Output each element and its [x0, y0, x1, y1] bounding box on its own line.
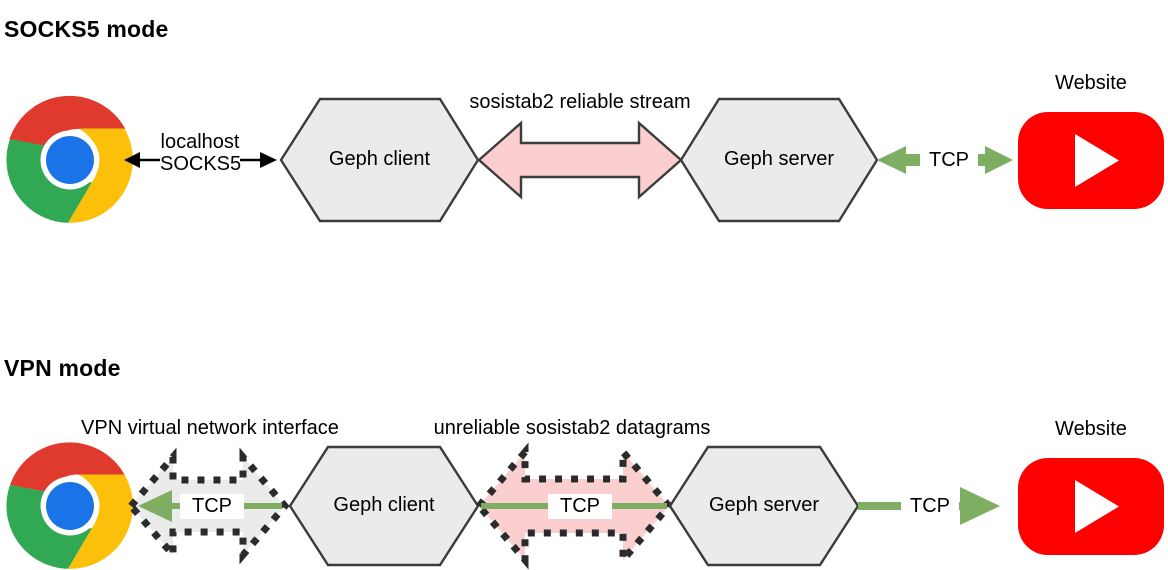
- edge-label-tcp-server-website-vpn: TCP: [901, 494, 959, 519]
- edge-label-sosistab2-reliable-stream: sosistab2 reliable stream: [469, 91, 691, 113]
- youtube-logo-socks5: [1018, 112, 1164, 209]
- edge-label-line-2: SOCKS5: [160, 153, 242, 176]
- chrome-logo-vpn: [6, 442, 133, 569]
- chrome-logo-socks5: [6, 95, 133, 223]
- node-geph-client-vpn: [288, 445, 480, 567]
- edge-browser-to-client-socks5: [124, 152, 277, 168]
- website-label-vpn: Website: [1055, 418, 1127, 440]
- node-label-geph-server-vpn: Geph server: [708, 494, 820, 516]
- edge-label-line-1: localhost: [160, 131, 240, 153]
- edge-label-localhost-socks5: localhost SOCKS5: [160, 131, 242, 176]
- edge-label-tcp-vpn-interface: TCP: [180, 494, 244, 519]
- edge-label-unreliable-sosistab2-datagrams: unreliable sosistab2 datagrams: [433, 417, 711, 439]
- node-label-geph-client-vpn: Geph client: [333, 494, 435, 516]
- edge-label-tcp-server-website-socks5: TCP: [920, 148, 978, 173]
- website-label-socks5: Website: [1055, 72, 1127, 94]
- edge-sosistab2-reliable-stream: [477, 120, 683, 200]
- vpn-mode-heading: VPN mode: [4, 355, 121, 381]
- node-label-geph-server-socks5: Geph server: [723, 148, 835, 170]
- youtube-logo-vpn: [1018, 458, 1164, 555]
- edge-label-tcp-datagrams-vpn: TCP: [548, 494, 612, 519]
- node-label-geph-client-socks5: Geph client: [328, 148, 431, 170]
- socks5-mode-heading: SOCKS5 mode: [4, 16, 169, 42]
- edge-label-vpn-virtual-network-interface: VPN virtual network interface: [81, 417, 339, 439]
